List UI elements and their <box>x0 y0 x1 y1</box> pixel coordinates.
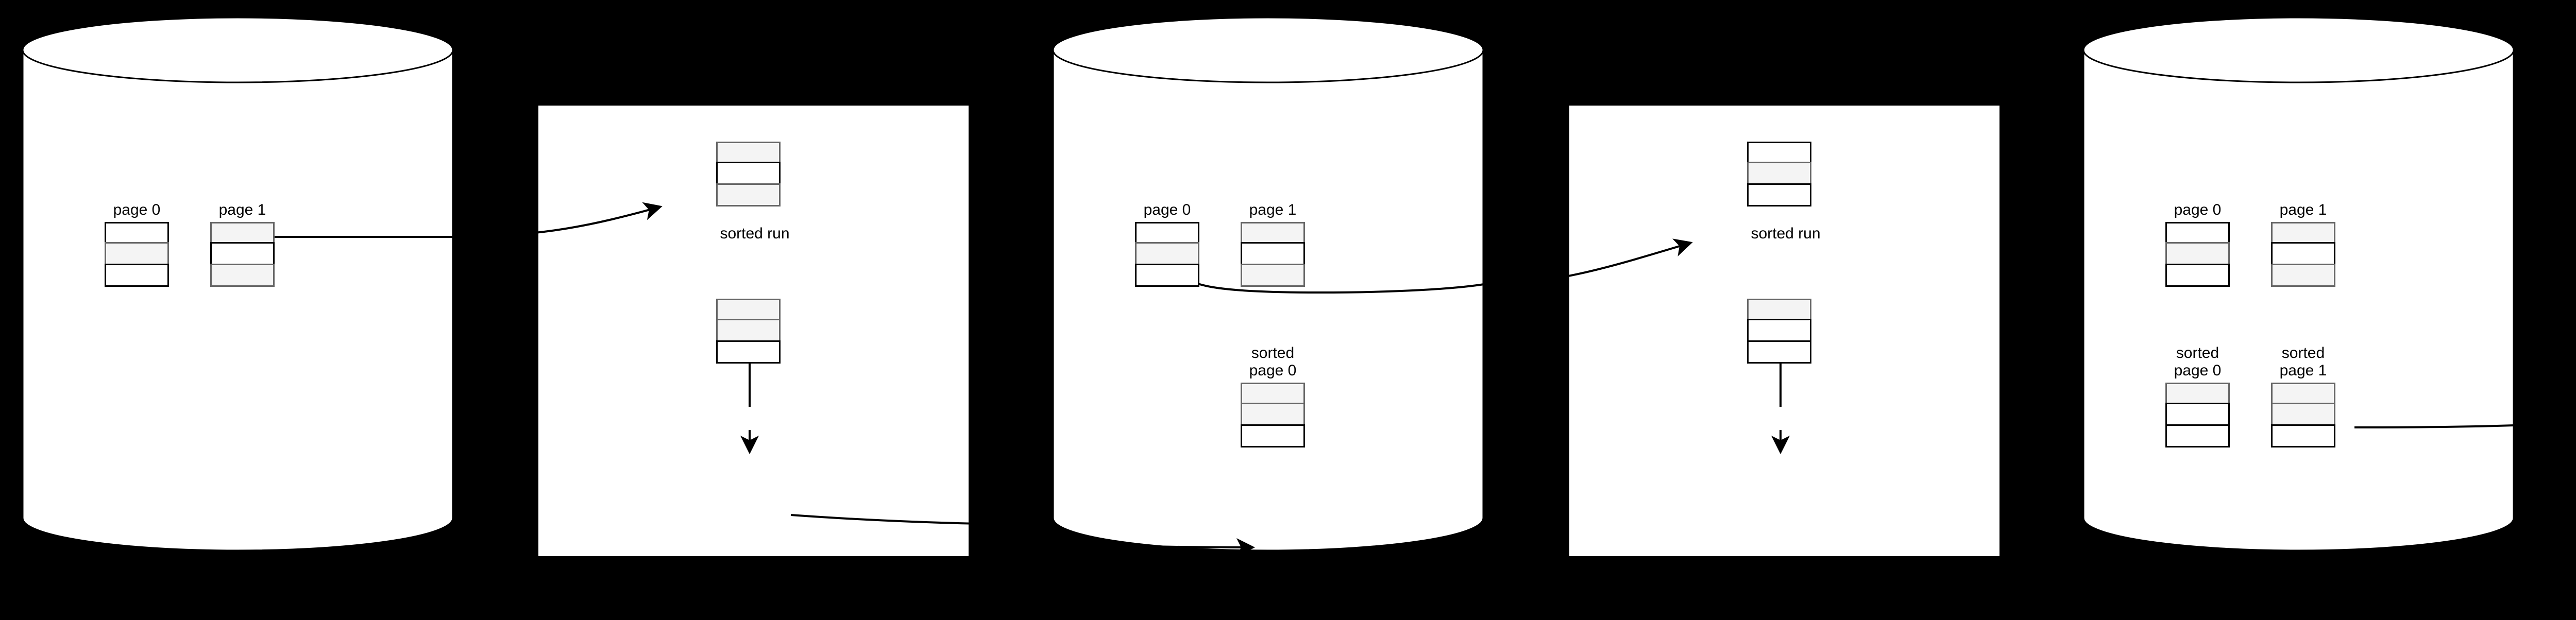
page-row <box>716 142 781 163</box>
page-row <box>210 264 275 287</box>
page-row <box>1135 222 1199 244</box>
page-table-sorted-page-1 <box>2271 383 2335 447</box>
page-row <box>2165 264 2230 287</box>
page-row <box>716 162 781 185</box>
page-label: sorted page 1 <box>2279 345 2327 379</box>
page-table-input-buffer <box>1747 142 1811 206</box>
page-label: sorted page 0 <box>2174 345 2222 379</box>
page-row <box>716 319 781 342</box>
page-row <box>210 222 275 244</box>
page-row <box>1241 264 1305 287</box>
page-row <box>1241 242 1305 265</box>
page-row <box>1747 162 1811 185</box>
page-row <box>1241 424 1305 447</box>
page-table-page-0 <box>2165 222 2230 287</box>
page-row <box>2271 222 2335 244</box>
page-label: page 1 <box>218 201 266 218</box>
wire-buffer2-to-disk3b <box>2122 549 2179 609</box>
page-table-page-0 <box>1135 222 1199 287</box>
page-row <box>1135 264 1199 287</box>
page-row <box>2271 403 2335 426</box>
page-table-sorted-page-0 <box>1241 383 1305 447</box>
page-table-output-run <box>716 299 781 364</box>
sorted-run-label: sorted run <box>1751 225 1821 242</box>
page-row <box>210 242 275 265</box>
page-row <box>105 242 169 265</box>
page-row <box>105 222 169 244</box>
page-label: page 1 <box>1249 201 1297 218</box>
page-table-page-1 <box>1241 222 1305 287</box>
page-label: page 1 <box>2279 201 2327 218</box>
page-row <box>716 183 781 206</box>
page-row <box>1747 319 1811 342</box>
page-row <box>1241 383 1305 404</box>
page-row <box>1747 142 1811 163</box>
page-row <box>1135 242 1199 265</box>
page-table-input-buffer <box>716 142 781 206</box>
page-label: page 0 <box>113 201 161 218</box>
page-label: page 0 <box>2174 201 2222 218</box>
page-row <box>716 340 781 364</box>
page-row <box>1747 340 1811 364</box>
page-table-page-1 <box>210 222 275 287</box>
page-row <box>1747 299 1811 320</box>
page-row <box>2165 242 2230 265</box>
page-table-sorted-page-0 <box>2165 383 2230 447</box>
page-row <box>2271 383 2335 404</box>
page-table-page-0 <box>105 222 169 287</box>
page-row <box>2271 264 2335 287</box>
page-row <box>2165 222 2230 244</box>
page-row <box>2271 242 2335 265</box>
page-row <box>1241 222 1305 244</box>
page-row <box>2165 403 2230 426</box>
page-table-output-run <box>1747 299 1811 364</box>
page-label: sorted page 0 <box>1249 345 1297 379</box>
page-row <box>105 264 169 287</box>
page-row <box>1747 183 1811 206</box>
sorted-run-label: sorted run <box>720 225 790 242</box>
page-row <box>2271 424 2335 447</box>
wire-buffer2-to-disk3 <box>1780 557 1855 619</box>
page-table-page-1 <box>2271 222 2335 287</box>
page-row <box>716 299 781 320</box>
page-row <box>2165 424 2230 447</box>
page-row <box>2165 383 2230 404</box>
page-row <box>1241 403 1305 426</box>
page-label: page 0 <box>1143 201 1191 218</box>
